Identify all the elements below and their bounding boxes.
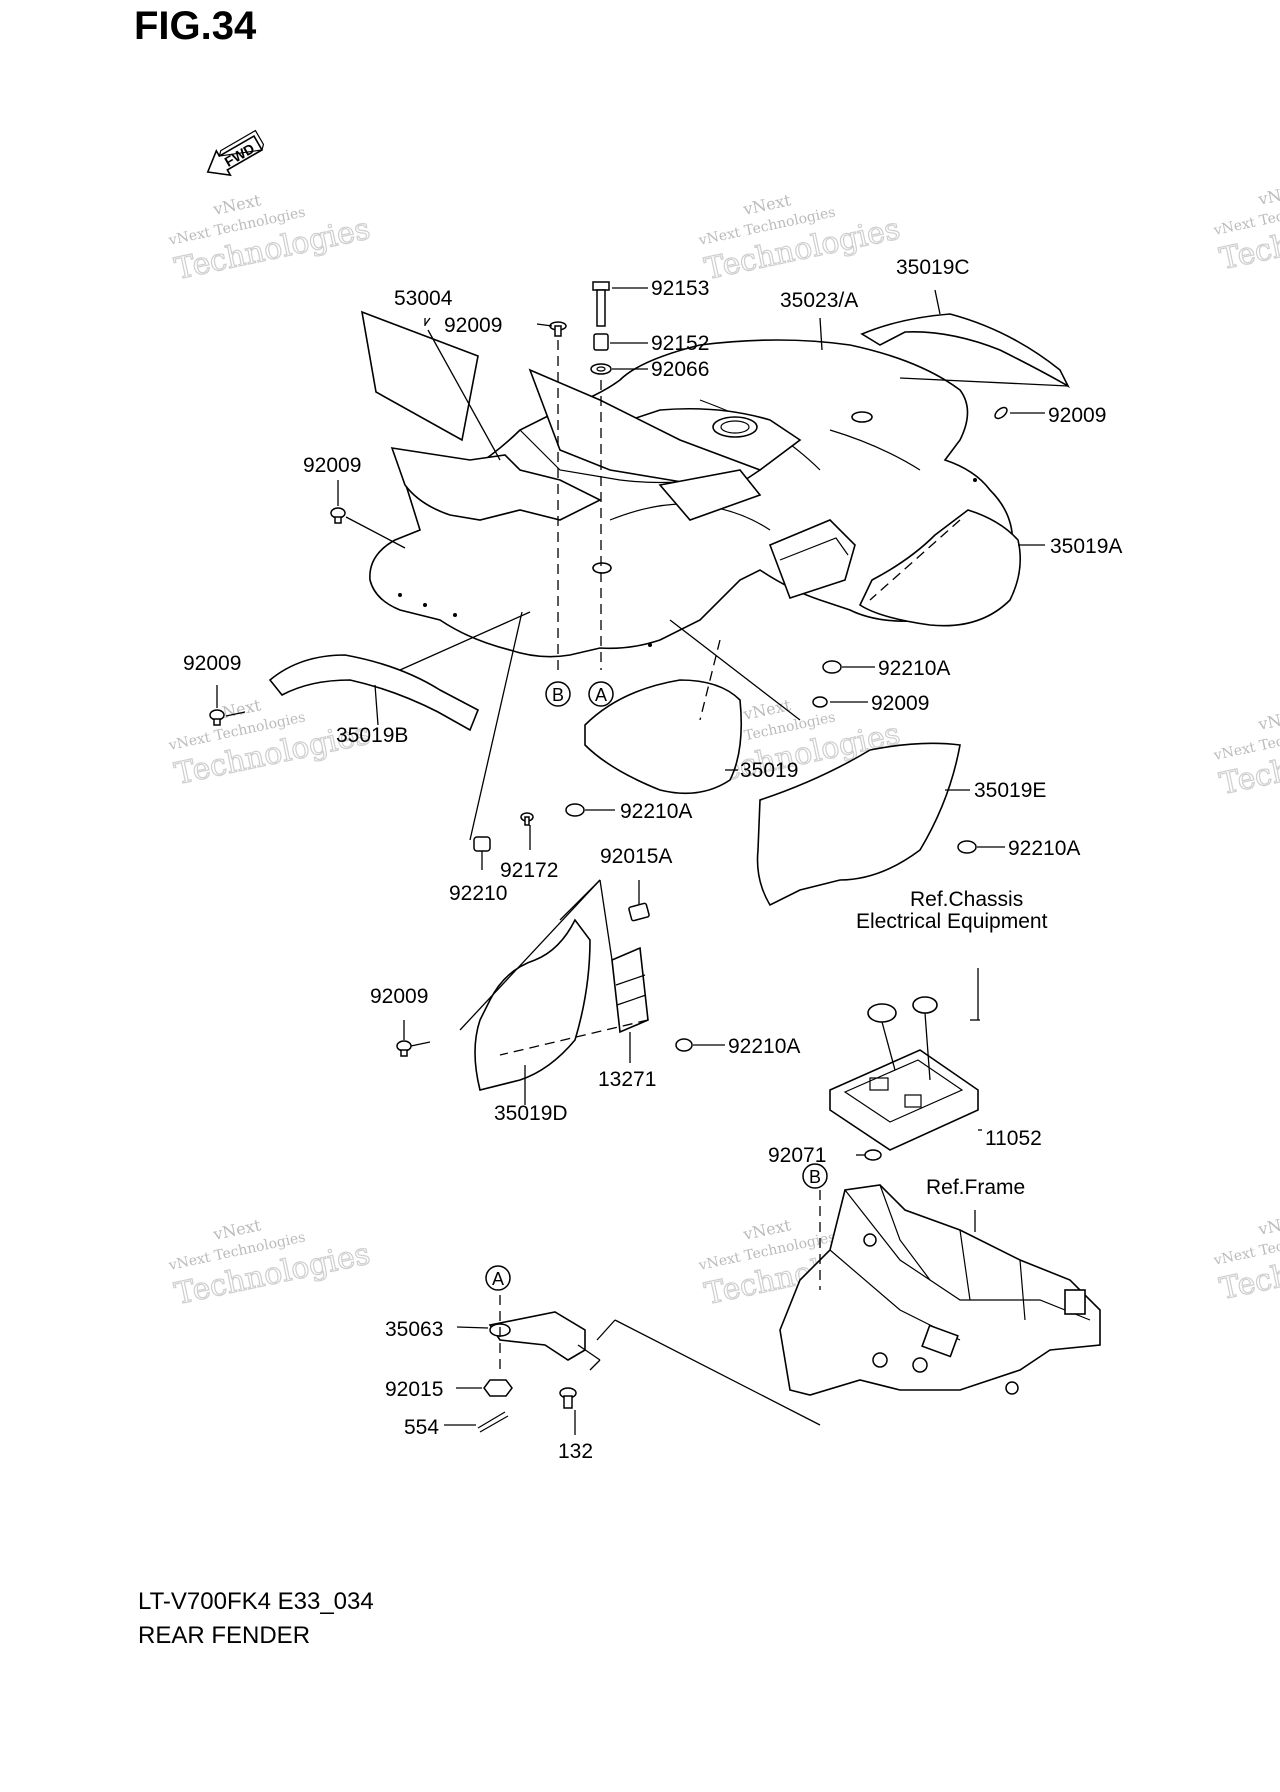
callout-b-top: B: [545, 681, 571, 707]
label-35019d: 35019D: [494, 1102, 568, 1125]
label-92210a-1: 92210A: [878, 657, 950, 680]
label-35063: 35063: [385, 1318, 443, 1341]
washer-92066-icon: [590, 363, 612, 375]
callout-a-top: A: [588, 681, 614, 707]
nut-92015-icon: [483, 1379, 513, 1397]
label-92071: 92071: [768, 1144, 826, 1167]
screw-92009-right-icon: [994, 406, 1008, 420]
pin-554-icon: [477, 1411, 509, 1433]
svg-text:vNext: vNext: [1256, 180, 1280, 209]
fwd-arrow-icon: FWD: [206, 129, 265, 177]
nut-92015a-icon: [628, 902, 650, 922]
part-under-tray: [390, 368, 762, 521]
label-92210: 92210: [449, 882, 507, 905]
svg-text:B: B: [809, 1167, 821, 1187]
label-35019e: 35019E: [974, 779, 1046, 802]
part-35019a-side-guard: [858, 509, 1045, 627]
part-35063-bracket: [488, 1311, 601, 1361]
screw-92009-top-icon: [549, 321, 567, 337]
part-35019d-inner-guard: [474, 918, 591, 1105]
watermark-center-1: vNext vNext Technologies Technologies: [697, 190, 904, 287]
part-13271-heat-shield: [611, 946, 649, 1063]
model-code: LT-V700FK4 E33_034: [138, 1588, 374, 1615]
screw-92009-b-icon: [209, 709, 225, 726]
label-ref-electrical: Electrical Equipment: [856, 910, 1048, 933]
label-92210a-2: 92210A: [620, 800, 692, 823]
label-ref-frame: Ref.Frame: [926, 1176, 1025, 1199]
rivet-92210-icon: [473, 836, 491, 852]
label-92066: 92066: [651, 358, 709, 381]
watermark-left-1: vNext vNext Technologies Technologies: [167, 190, 374, 287]
label-92009-left: 92009: [303, 454, 361, 477]
part-35019c-guard: [860, 289, 1070, 389]
frame-reference-drawing: [779, 1184, 1101, 1396]
label-92009-top: 92009: [444, 314, 502, 337]
part-11052-battery-tray: [829, 996, 982, 1151]
label-35019a: 35019A: [1050, 535, 1122, 558]
svg-text:B: B: [552, 685, 564, 705]
clip-92210a-1-icon: [822, 660, 842, 674]
screw-92172-icon: [520, 812, 534, 826]
label-92009-right: 92009: [1048, 404, 1106, 427]
watermark-right-1: vNext vNext Technologies Technologies: [1212, 180, 1280, 277]
label-92210a-4: 92210A: [728, 1035, 800, 1058]
callout-b-frame: B: [802, 1163, 828, 1189]
reference-labels: Ref.Chassis Electrical Equipment Ref.Fra…: [856, 888, 1048, 1199]
label-35019b: 35019B: [336, 724, 408, 747]
svg-text:vNext: vNext: [1256, 1210, 1280, 1239]
watermark-right-2: vNext vNext Technologies Technologies: [1212, 705, 1280, 802]
svg-text:A: A: [492, 1269, 504, 1289]
label-53004: 53004: [394, 287, 453, 310]
label-ref-chassis: Ref.Chassis: [910, 888, 1023, 911]
section-name: REAR FENDER: [138, 1622, 311, 1649]
watermark-left-3: vNext vNext Technologies Technologies: [167, 1215, 374, 1312]
part-35019e-inner-guard: [756, 742, 970, 907]
spacer-92152-icon: [593, 333, 609, 351]
label-92015a: 92015A: [600, 845, 672, 868]
leader-lines: [216, 287, 1069, 1435]
label-92009-b: 92009: [183, 652, 241, 675]
label-11052: 11052: [985, 1127, 1042, 1150]
figure-title: FIG.34: [134, 4, 257, 48]
callout-a-bracket: A: [485, 1265, 511, 1291]
dashed-assembly-lines: [499, 340, 961, 1375]
hardware-group: [209, 281, 1008, 1433]
label-13271: 13271: [598, 1068, 656, 1091]
label-92153: 92153: [651, 277, 709, 300]
part-labels: 53004 92009 92153 92152 92066 35023/A 35…: [183, 256, 1122, 1463]
label-35019: 35019: [740, 759, 798, 782]
screw-92009-mid-icon: [812, 696, 828, 708]
part-35019b-guard: [268, 654, 480, 732]
svg-text:A: A: [595, 685, 607, 705]
label-35019c: 35019C: [896, 256, 970, 279]
label-92172: 92172: [500, 859, 558, 882]
clip-92210a-3-icon: [957, 840, 977, 854]
label-132: 132: [558, 1440, 593, 1463]
bolt-92153-icon: [592, 281, 610, 327]
screw-92009-left-icon: [330, 507, 346, 524]
watermark-right-3: vNext vNext Technologies Technologies: [1212, 1210, 1280, 1307]
part-35019-lower-guard: [584, 679, 743, 795]
svg-text:vNext: vNext: [1256, 705, 1280, 734]
part-53004-mud-flap: [360, 310, 479, 442]
label-35023: 35023/A: [780, 289, 858, 312]
screw-92009-d-icon: [396, 1040, 412, 1057]
label-92015: 92015: [385, 1378, 443, 1401]
label-92009-d: 92009: [370, 985, 428, 1008]
label-92152: 92152: [651, 332, 709, 355]
clip-92210a-4-icon: [675, 1038, 693, 1052]
bolt-132-icon: [559, 1387, 577, 1409]
label-92009-mid: 92009: [871, 692, 929, 715]
label-554: 554: [404, 1416, 439, 1439]
clip-92210a-2-icon: [565, 803, 585, 817]
label-92210a-3: 92210A: [1008, 837, 1080, 860]
grommet-92071-icon: [864, 1149, 882, 1161]
